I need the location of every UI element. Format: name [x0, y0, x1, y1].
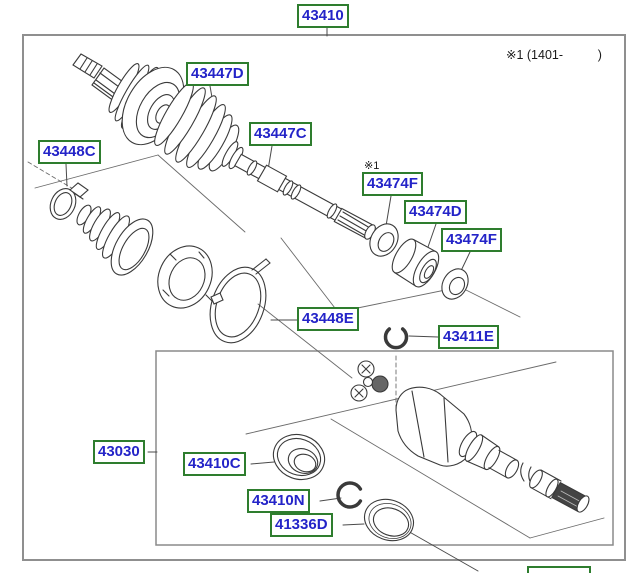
part-label-43447D[interactable]: 43447D [186, 62, 249, 86]
band-clamp-drawing [209, 258, 271, 344]
inner-assembly-frame [155, 350, 614, 546]
part-label-43030[interactable]: 43030 [93, 440, 145, 464]
applicability-note: ※1 (1401- ) [506, 48, 602, 62]
inner-snap-ring-drawing [336, 481, 363, 509]
part-label-43410N[interactable]: 43410N [247, 489, 310, 513]
part-label-41336D[interactable]: 41336D [270, 513, 333, 537]
damper-parts-drawing [369, 223, 469, 300]
part-label-cutoff-bottom[interactable] [527, 566, 591, 573]
bearing-drawing [272, 433, 326, 481]
cutout-ring-drawing [157, 245, 213, 309]
part-label-43410[interactable]: 43410 [297, 4, 349, 28]
part-label-43411E[interactable]: 43411E [438, 325, 499, 349]
outer-boot-drawing [154, 82, 244, 172]
part-label-43410C[interactable]: 43410C [183, 452, 246, 476]
tripod-joint-drawing [350, 360, 389, 402]
part-label-43447C[interactable]: 43447C [249, 122, 312, 146]
boot-cone-drawing [76, 204, 154, 276]
outer-frame [22, 34, 626, 561]
part-label-43474D[interactable]: 43474D [404, 200, 467, 224]
construction-lines [27, 154, 605, 539]
shaft-drawing [234, 153, 377, 240]
outer-snap-ring-drawing [383, 327, 409, 350]
part-label-43448C[interactable]: 43448C [38, 140, 101, 164]
part-label-43448E[interactable]: 43448E [297, 307, 359, 331]
part-label-43474F-front[interactable]: 43474F [362, 172, 423, 196]
part-label-43474F-rear[interactable]: 43474F [441, 228, 502, 252]
seal-drawing [363, 498, 415, 542]
outer-clamp-drawing [49, 182, 89, 220]
inner-cv-housing-drawing [395, 386, 590, 513]
ref-mark-note: ※1 [364, 160, 380, 172]
